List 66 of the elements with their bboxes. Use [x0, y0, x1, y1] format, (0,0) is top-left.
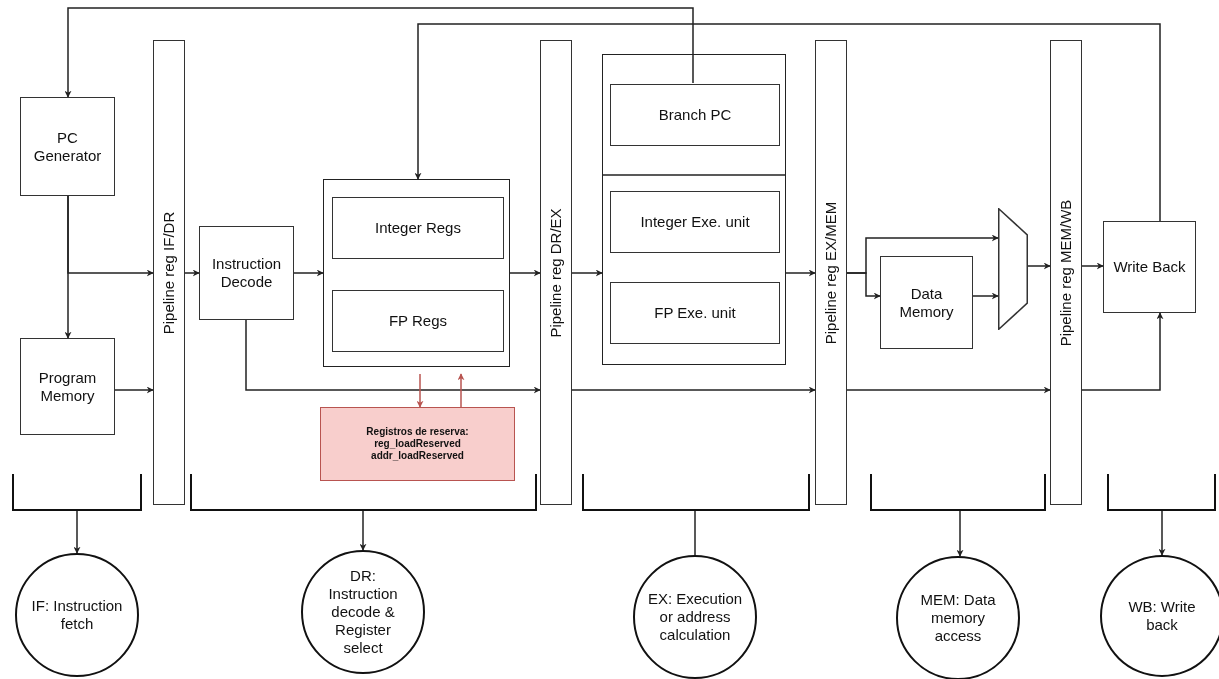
arrow	[1027, 262, 1051, 270]
arrow	[785, 269, 816, 277]
arrow	[414, 23, 1161, 222]
pipeline-register	[153, 40, 185, 505]
arrow	[956, 510, 964, 557]
arrow	[416, 373, 424, 408]
node-label: MEM: Data memory access	[919, 591, 997, 645]
bracket	[582, 474, 810, 511]
arrow	[1081, 262, 1104, 270]
node-label: WB: Write back	[1127, 598, 1197, 634]
group-box	[323, 179, 510, 367]
note-box	[320, 407, 515, 481]
node-label: Program Memory	[37, 368, 98, 405]
process-box	[20, 338, 115, 435]
arrow	[846, 234, 999, 274]
arrow	[972, 292, 999, 300]
process-box	[610, 282, 780, 344]
node-label: Branch PC	[658, 106, 732, 124]
arrow	[846, 386, 1051, 394]
connector-line	[694, 510, 696, 556]
node-label: Registros de reserva: reg_loadReserved addr_loadReserved	[365, 426, 470, 462]
arrow	[509, 269, 541, 277]
pipeline-register	[815, 40, 847, 505]
node-label: IF: Instruction fetch	[30, 597, 124, 633]
node-label: FP Exe. unit	[654, 304, 736, 322]
node-label: Integer Exe. unit	[640, 213, 750, 231]
arrow	[73, 510, 81, 554]
node-label: Instruction Decode	[210, 255, 283, 291]
node-label: FP Regs	[388, 312, 448, 330]
process-box	[199, 226, 294, 320]
node-label: DR: Instruction decode & Register select	[327, 567, 399, 657]
arrow	[64, 7, 694, 98]
node-label: PC Generator	[32, 128, 103, 165]
bracket	[12, 474, 142, 511]
process-box	[20, 97, 115, 196]
arrow	[67, 195, 154, 277]
process-box	[610, 191, 780, 253]
node-label: Write Back	[1113, 258, 1186, 276]
pipeline-register	[540, 40, 572, 505]
arrow	[114, 386, 154, 394]
arrow	[359, 510, 367, 551]
register-label: Pipeline reg IF/DR	[160, 211, 178, 334]
arrow	[571, 386, 816, 394]
arrow	[571, 269, 603, 277]
group-box	[602, 54, 786, 365]
node-label: Integer Regs	[375, 219, 461, 237]
register-label: Pipeline reg EX/MEM	[822, 201, 840, 344]
register-label: Pipeline reg MEM/WB	[1057, 199, 1075, 346]
arrow	[293, 269, 324, 277]
arrow	[457, 373, 465, 408]
process-box	[332, 290, 504, 352]
bracket	[1107, 474, 1216, 511]
register-label: Pipeline reg DR/EX	[547, 207, 565, 338]
process-box	[610, 84, 780, 146]
bracket	[190, 474, 537, 511]
pipeline-register	[1050, 40, 1082, 505]
process-box	[1103, 221, 1196, 313]
arrow	[1158, 510, 1166, 556]
process-box	[880, 256, 973, 349]
process-box	[332, 197, 504, 259]
arrow	[184, 269, 200, 277]
arrow	[1081, 312, 1164, 391]
bracket	[870, 474, 1046, 511]
node-label: Data Memory	[898, 284, 955, 321]
node-label: EX: Execution or address calculation	[647, 590, 743, 644]
arrow	[245, 319, 541, 394]
